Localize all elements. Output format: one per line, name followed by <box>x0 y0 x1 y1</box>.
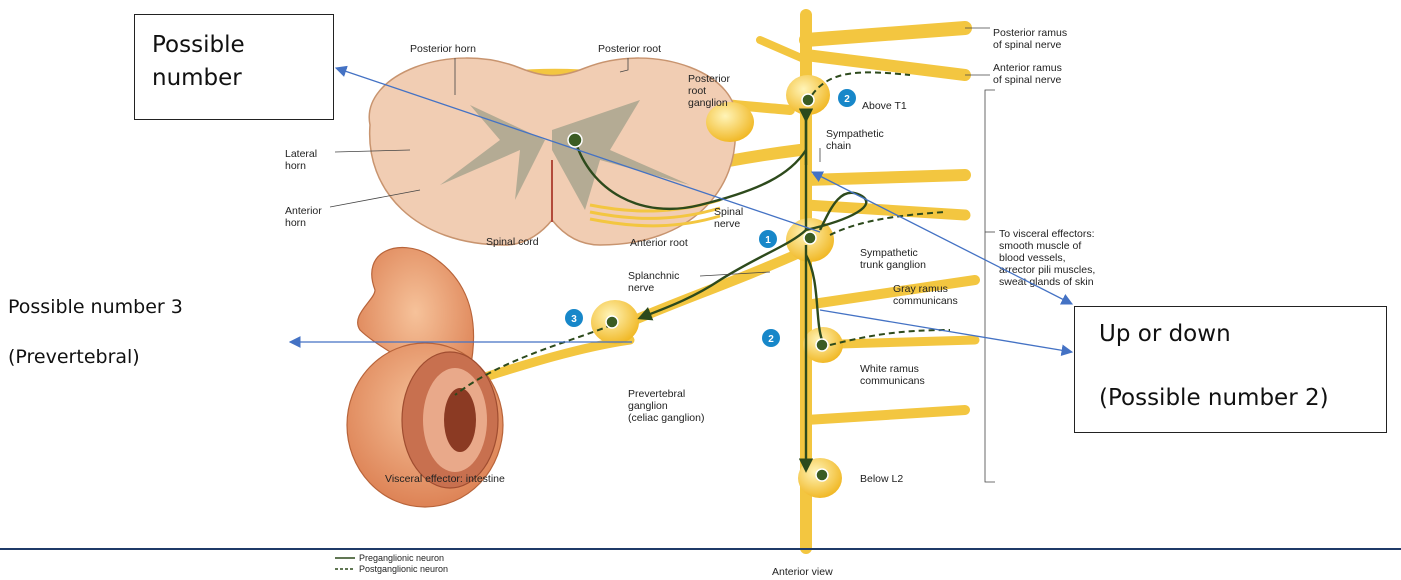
label-posterior-root: Posterior root <box>598 43 661 55</box>
label-spinal-nerve-2: nerve <box>714 218 740 230</box>
badge-3: 3 <box>565 309 583 327</box>
label-visceral-effectors-2: smooth muscle of <box>999 240 1081 252</box>
badge-2-mid: 2 <box>762 329 780 347</box>
page-divider <box>0 548 1401 550</box>
label-sympathetic-chain-2: chain <box>826 140 851 152</box>
label-spinal-cord: Spinal cord <box>486 236 539 248</box>
label-posterior-root-ganglion-3: ganglion <box>688 97 728 109</box>
svg-text:2: 2 <box>768 334 774 345</box>
label-lateral-horn-2: horn <box>285 160 306 172</box>
annotation-possible-number-3: Possible number 3 <box>8 296 183 318</box>
label-visceral-effectors-5: sweat glands of skin <box>999 276 1094 288</box>
svg-text:1: 1 <box>765 235 771 246</box>
annotation-box-up-or-down: Up or down (Possible number 2) <box>1074 306 1387 433</box>
legend-postganglionic: Postganglionic neuron <box>359 564 448 574</box>
label-anterior-ramus-1: Anterior ramus <box>993 62 1062 74</box>
badge-2-top: 2 <box>838 89 856 107</box>
legend-preganglionic: Preganglionic neuron <box>359 553 444 563</box>
label-visceral-effector-intestine: Visceral effector: intestine <box>385 473 505 485</box>
spinal-level-nerve <box>806 175 965 180</box>
intestine <box>347 248 503 507</box>
label-gray-ramus-2: communicans <box>893 295 958 307</box>
label-visceral-effectors-1: To visceral effectors: <box>999 228 1095 240</box>
label-prevertebral-3: (celiac ganglion) <box>628 412 704 424</box>
badge-1: 1 <box>759 230 777 248</box>
annotation-possible-number-2: (Possible number 2) <box>1099 385 1329 411</box>
annotation-box-possible-number: Possible number <box>134 14 334 120</box>
label-posterior-root-ganglion-1: Posterior <box>688 73 731 85</box>
upper-left-stub <box>760 40 806 60</box>
label-white-ramus-1: White ramus <box>860 363 919 375</box>
label-sympathetic-chain-1: Sympathetic <box>826 128 884 140</box>
svg-text:2: 2 <box>844 94 850 105</box>
lower-level-nerve <box>806 410 965 420</box>
annotation-up-or-down: Up or down <box>1099 321 1231 347</box>
legend: Preganglionic neuron Postganglionic neur… <box>335 553 448 574</box>
label-sympathetic-trunk-ganglion-2: trunk ganglion <box>860 259 926 271</box>
label-anterior-horn-2: horn <box>285 217 306 229</box>
label-above-t1: Above T1 <box>862 100 907 112</box>
annotation-prevertebral: (Prevertebral) <box>8 346 140 368</box>
label-white-ramus-2: communicans <box>860 375 925 387</box>
label-splanchnic-nerve-2: nerve <box>628 282 654 294</box>
label-splanchnic-nerve-1: Splanchnic <box>628 270 679 282</box>
label-anterior-root: Anterior root <box>630 237 688 249</box>
label-posterior-root-ganglion-2: root <box>688 85 706 97</box>
label-prevertebral-2: ganglion <box>628 400 668 412</box>
label-anterior-ramus-2: of spinal nerve <box>993 74 1061 86</box>
spinal-cord <box>369 58 736 245</box>
label-anterior-horn-1: Anterior <box>285 205 322 217</box>
label-gray-ramus-1: Gray ramus <box>893 283 948 295</box>
label-below-l2: Below L2 <box>860 473 903 485</box>
posterior-ramus-nerve <box>806 28 965 40</box>
label-spinal-nerve-1: Spinal <box>714 206 743 218</box>
label-sympathetic-trunk-ganglion-1: Sympathetic <box>860 247 918 259</box>
label-visceral-effectors-3: blood vessels, <box>999 252 1066 264</box>
label-posterior-ramus-1: Posterior ramus <box>993 27 1067 39</box>
svg-text:3: 3 <box>571 314 577 325</box>
label-anterior-view: Anterior view <box>772 566 833 578</box>
annotation-box-line-2: number <box>152 62 333 95</box>
label-posterior-horn: Posterior horn <box>410 43 476 55</box>
label-lateral-horn-1: Lateral <box>285 148 317 160</box>
label-prevertebral-1: Prevertebral <box>628 388 685 400</box>
annotation-box-line-1: Possible <box>152 29 333 62</box>
label-posterior-ramus-2: of spinal nerve <box>993 39 1061 51</box>
